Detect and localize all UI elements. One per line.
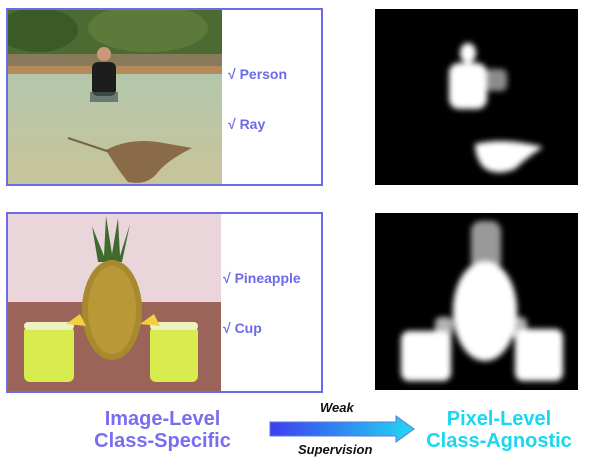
class-label-person: √ Person — [228, 66, 288, 82]
pixel-level-line-1: Pixel-Level — [446, 408, 552, 430]
gradient-arrow-icon — [269, 415, 415, 443]
class-label-cup: √ Cup — [223, 320, 262, 336]
arrow-label-weak: Weak — [320, 400, 354, 415]
example-panel-1: √ Person √ Ray — [6, 8, 323, 186]
class-label-ray: √ Ray — [228, 116, 266, 132]
weak-supervision-arrow: Weak Supervision — [268, 400, 428, 457]
class-label-pineapple: √ Pineapple — [223, 270, 301, 286]
example-panel-2: √ Pineapple √ Cup — [6, 212, 323, 393]
image-level-line-1: Image-Level — [104, 408, 221, 430]
pixel-level-caption: Pixel-Level Class-Agnostic — [411, 408, 587, 452]
pixel-level-line-2: Class-Agnostic — [426, 430, 572, 452]
image-level-caption: Image-Level Class-Specific — [60, 408, 265, 452]
arrow-label-supervision: Supervision — [298, 442, 373, 457]
image-level-line-2: Class-Specific — [94, 430, 231, 452]
saliency-mask-2 — [375, 213, 578, 390]
saliency-mask-1 — [375, 9, 578, 185]
pool-photo — [8, 10, 222, 184]
pineapple-photo — [8, 214, 221, 391]
